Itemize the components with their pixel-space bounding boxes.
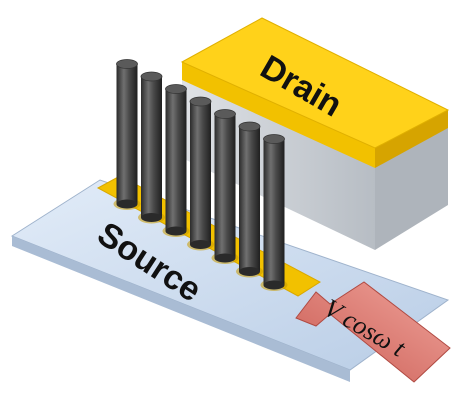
substrate — [10, 179, 450, 382]
drain-block: Drain — [180, 17, 450, 250]
nanowire-pillars — [113, 59, 288, 291]
nanowire-pillar — [211, 109, 239, 264]
nanowire-pillar — [162, 84, 190, 237]
excitation-arrow-body — [295, 281, 451, 383]
nanowire-pillar — [187, 96, 214, 251]
drain-gold-edge-front — [182, 62, 375, 168]
nanowire-pillar — [138, 71, 165, 224]
drain-top-gold — [180, 17, 450, 149]
nanowire-pillar — [113, 59, 141, 210]
drain-gold-edge-right — [375, 110, 448, 168]
nanowire-pillar — [260, 134, 288, 291]
nanowire-pillar — [236, 121, 263, 278]
substrate-edge — [12, 236, 350, 382]
